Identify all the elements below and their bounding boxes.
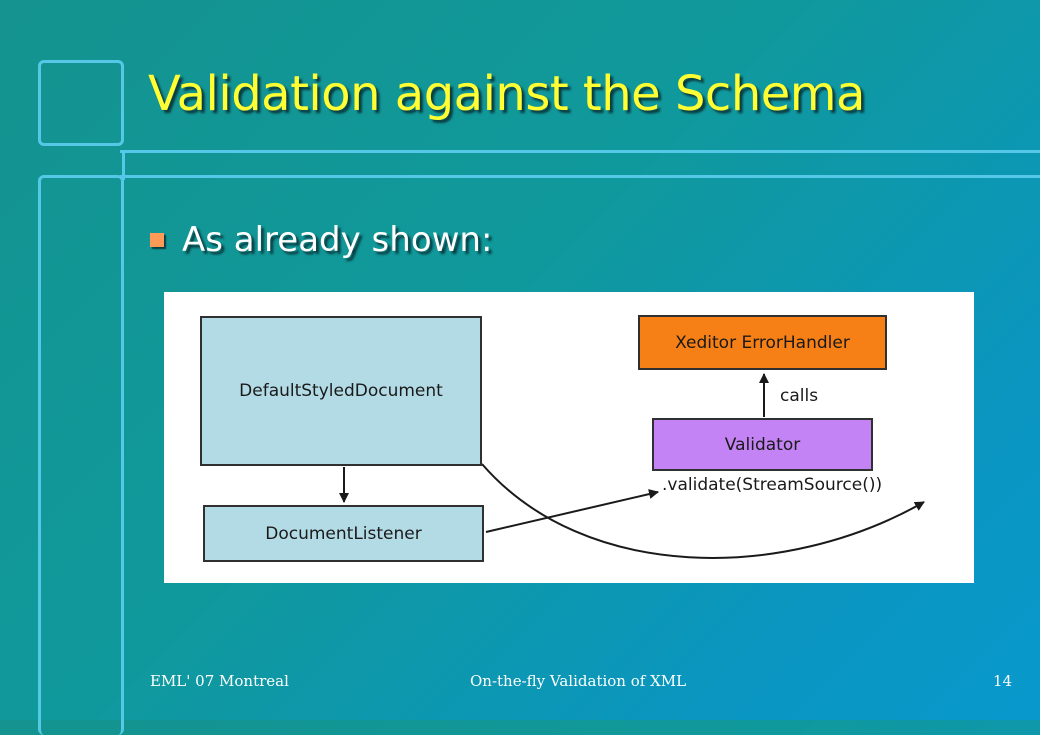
node-xeditor-error-handler: Xeditor ErrorHandler [638,315,887,370]
node-document-listener: DocumentListener [203,505,484,562]
decor-frame-top [38,60,124,146]
node-validator-label: Validator [724,434,801,455]
bullet-square-icon [150,233,164,247]
diagram-connectors [339,373,925,559]
node-default-styled-document-label: DefaultStyledDocument [239,381,443,401]
footer-page-number: 14 [993,672,1013,690]
arrow-dsd-to-validate-curve [481,463,925,559]
decor-line-vertical [122,150,125,180]
decor-line-lower [120,175,1040,178]
decor-line-upper [120,150,1040,153]
node-xeditor-error-handler-label: Xeditor ErrorHandler [675,332,850,353]
bullet-item: As already shown: [150,220,492,260]
slide-title: Validation against the Schema [148,66,865,122]
node-validator: Validator [652,418,873,471]
flow-diagram: DefaultStyledDocument DocumentListener X… [164,292,974,583]
footer-event: EML' 07 Montreal [150,672,289,690]
edge-label-validate-call: .validate(StreamSource()) [662,475,883,495]
node-default-styled-document: DefaultStyledDocument [200,316,482,466]
footer-talk-title: On-the-fly Validation of XML [470,672,687,690]
edge-label-calls: calls [780,386,819,406]
arrow-listener-to-validate [485,489,659,533]
decor-frame-left [38,175,124,735]
bullet-text: As already shown: [182,220,493,260]
node-document-listener-label: DocumentListener [265,523,422,544]
